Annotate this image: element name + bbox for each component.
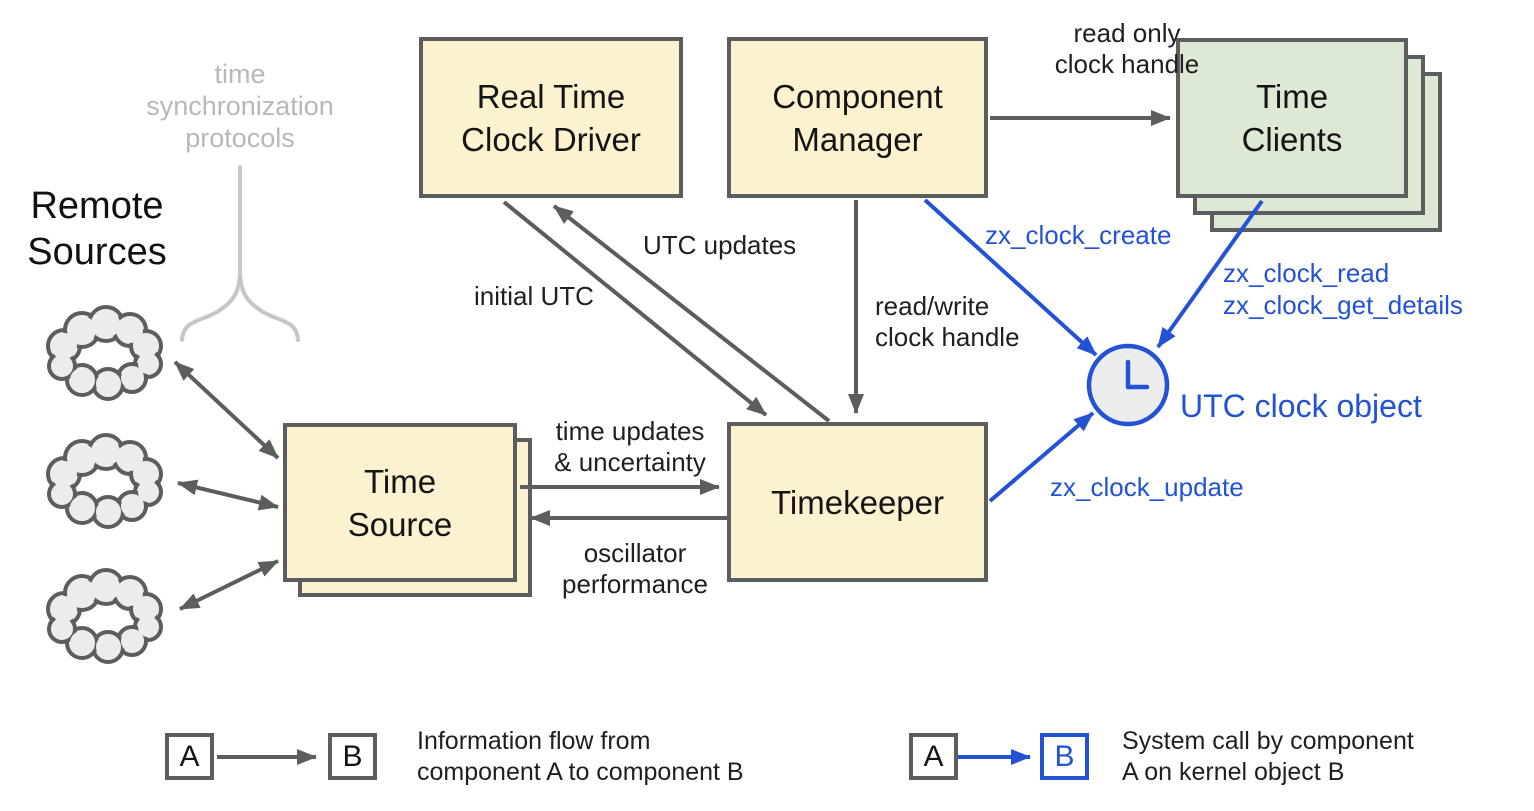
timekeeper-label-line1: Timekeeper xyxy=(770,483,944,521)
edge-label-initial-utc-text: initial UTC xyxy=(474,281,594,311)
time-clients-label: Time Clients xyxy=(1242,75,1343,161)
time-clients-box: Time Clients xyxy=(1176,38,1408,198)
arrow-cloud1-timesource xyxy=(173,360,280,460)
rtc-driver-label-line1: Real Time xyxy=(476,77,626,115)
syscall-clock-create-text: zx_clock_create xyxy=(985,220,1172,250)
clock-hands xyxy=(1125,359,1150,390)
time-clients-label-line1: Time xyxy=(1255,78,1329,115)
edge-label-time-updates-line2: & uncertainty xyxy=(554,447,706,477)
timekeeper-label: Timekeeper xyxy=(771,481,944,524)
edge-label-read-only-line1: read only xyxy=(1073,18,1181,48)
legend-info-b-text: B xyxy=(342,739,363,773)
protocols-note-line1: time xyxy=(214,59,266,89)
legend-info-caption: Information flow from component A to com… xyxy=(417,726,744,788)
remote-sources-line2: Sources xyxy=(27,231,167,273)
time-source-label: Time Source xyxy=(348,460,453,546)
protocols-note-line3: protocols xyxy=(185,123,295,153)
time-source-label-line2: Source xyxy=(347,505,453,543)
legend-syscall-box-a: A xyxy=(909,733,958,780)
edge-label-oscillator-line1: oscillator xyxy=(583,538,687,568)
syscall-clock-get-details-text: zx_clock_get_details xyxy=(1223,290,1463,320)
remote-sources-line1: Remote xyxy=(30,185,164,227)
edge-label-utc-updates-text: UTC updates xyxy=(643,230,797,260)
arrow-cloud2-timesource xyxy=(177,479,279,511)
syscall-clock-update-text: zx_clock_update xyxy=(1050,472,1244,502)
protocols-note-line2: synchronization xyxy=(146,91,334,121)
edge-label-read-write: read/write clock handle xyxy=(875,291,1020,353)
component-manager-label: Component Manager xyxy=(772,75,943,161)
legend-info-a-text: A xyxy=(179,739,200,773)
component-manager-label-line2: Manager xyxy=(792,120,923,158)
time-clients-label-line2: Clients xyxy=(1241,121,1343,158)
rtc-driver-label: Real Time Clock Driver xyxy=(461,75,641,161)
legend-info-box-b: B xyxy=(328,733,377,780)
legend-info-caption-line2: component A to component B xyxy=(417,758,744,786)
syscall-label-clock-create: zx_clock_create xyxy=(985,220,1171,251)
arrow-cloud3-timesource xyxy=(179,559,279,611)
edge-label-initial-utc: initial UTC xyxy=(474,281,594,312)
edge-label-read-only: read only clock handle xyxy=(1055,18,1200,80)
protocols-note: time synchronization protocols xyxy=(146,58,334,154)
clock-icon xyxy=(1086,343,1170,427)
syscall-label-clock-get-details: zx_clock_get_details xyxy=(1223,290,1463,321)
cloud-icon xyxy=(46,568,163,664)
syscall-label-clock-read: zx_clock_read xyxy=(1223,258,1389,289)
legend-info-caption-line1: Information flow from xyxy=(417,727,651,755)
merge-brace-icon xyxy=(180,165,300,342)
cloud-icon xyxy=(46,433,163,529)
edge-label-read-write-line1: read/write xyxy=(875,291,990,321)
legend-syscall-box-b: B xyxy=(1040,733,1089,780)
edge-label-oscillator: oscillator performance xyxy=(562,538,708,600)
utc-clock-object-text: UTC clock object xyxy=(1180,388,1422,424)
component-manager-box: Component Manager xyxy=(727,37,988,198)
legend-syscall-b-text: B xyxy=(1054,739,1075,773)
edge-label-utc-updates: UTC updates xyxy=(643,230,796,261)
timekeeper-box: Timekeeper xyxy=(727,422,988,582)
component-manager-label-line1: Component xyxy=(772,77,943,115)
time-source-box: Time Source xyxy=(283,423,517,582)
syscall-label-clock-update: zx_clock_update xyxy=(1050,472,1244,503)
legend-syscall-caption-line2: A on kernel object B xyxy=(1122,758,1345,786)
rtc-driver-label-line2: Clock Driver xyxy=(461,120,641,158)
legend-syscall-caption-line1: System call by component xyxy=(1122,727,1414,755)
rtc-driver-box: Real Time Clock Driver xyxy=(419,37,683,198)
legend-syscall-caption: System call by component A on kernel obj… xyxy=(1122,726,1414,788)
legend-syscall-a-text: A xyxy=(923,739,944,773)
edge-label-time-updates: time updates & uncertainty xyxy=(554,416,706,478)
clock-circle xyxy=(1086,343,1170,427)
edge-label-oscillator-line2: performance xyxy=(562,569,708,599)
edge-label-time-updates-line1: time updates xyxy=(555,416,705,446)
syscall-clock-read-text: zx_clock_read xyxy=(1223,258,1390,288)
remote-sources-heading: Remote Sources xyxy=(27,183,166,275)
edge-label-read-only-line2: clock handle xyxy=(1054,49,1200,79)
cloud-icon xyxy=(46,305,163,401)
legend-info-box-a: A xyxy=(165,733,214,780)
utc-clock-object-label: UTC clock object xyxy=(1180,388,1422,424)
edge-label-read-write-line2: clock handle xyxy=(875,322,1020,352)
time-source-label-line1: Time xyxy=(363,462,437,500)
